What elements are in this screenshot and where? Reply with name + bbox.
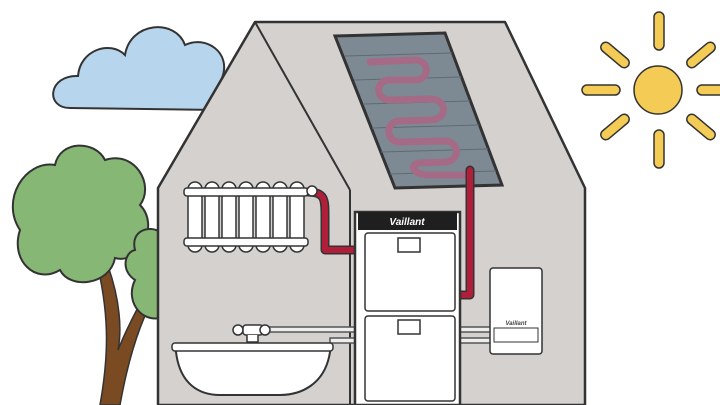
storage-unit: Vaillant: [353, 210, 462, 405]
boiler-brand: Vaillant: [505, 321, 527, 327]
tap-icon: [232, 324, 271, 343]
solar-collector-coil: [366, 56, 474, 179]
wall-boiler: Vaillant: [489, 267, 543, 355]
tree: [11, 144, 161, 405]
radiator: [183, 181, 318, 253]
solar-panel: [332, 31, 505, 190]
bathtub: [171, 342, 334, 396]
main-unit-brand: Vaillant: [389, 217, 425, 228]
sun-icon: [581, 11, 720, 169]
